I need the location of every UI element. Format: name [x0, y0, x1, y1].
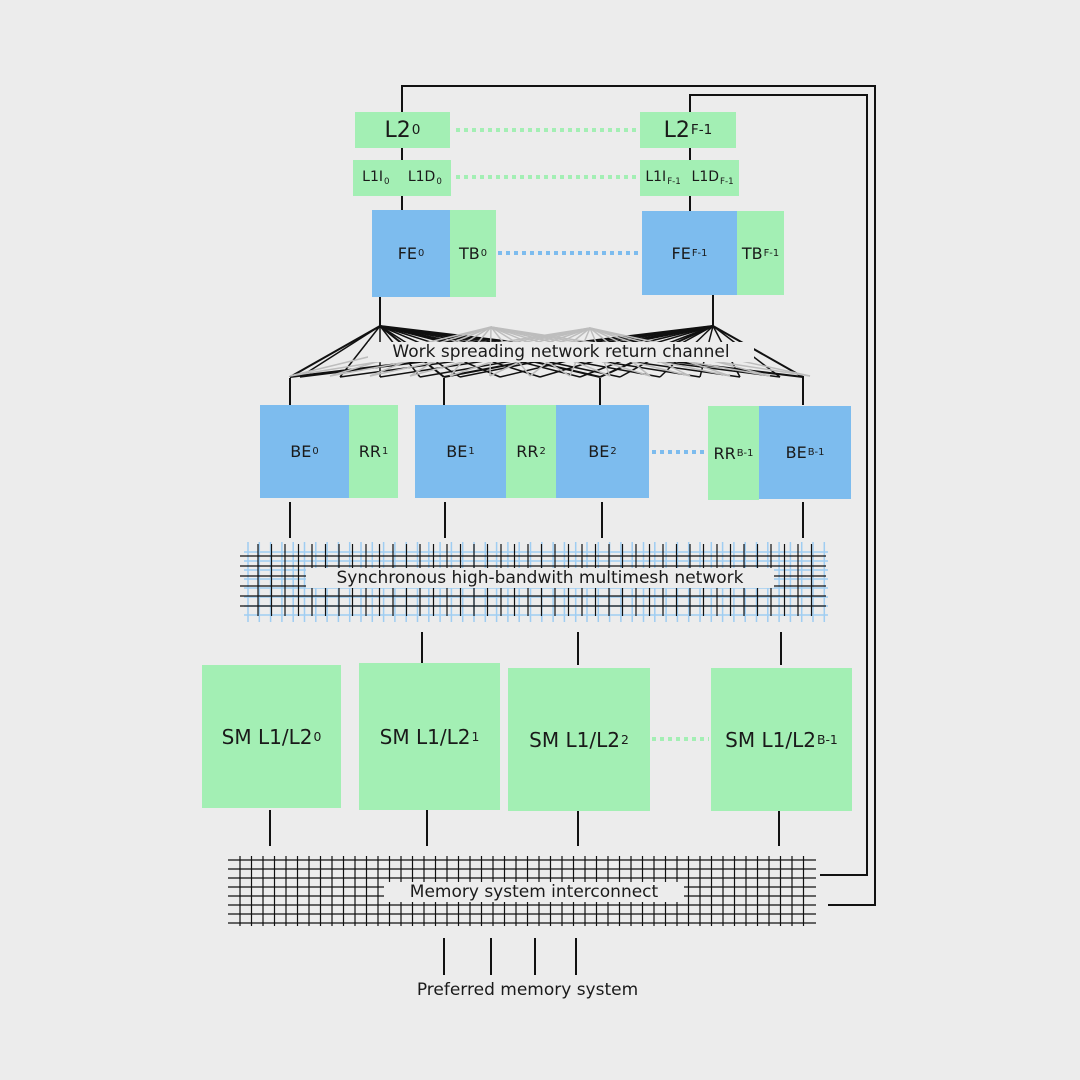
- l1i-0: L1I0: [362, 168, 390, 188]
- l1-cache-0: L1I0 L1D0: [353, 160, 451, 196]
- l2-f-1-label: L2: [663, 117, 690, 143]
- l1i-f-1: L1IF-1: [645, 168, 681, 188]
- work-spreading-network-label: Work spreading network return channel: [368, 342, 754, 362]
- fan-line: [289, 325, 381, 378]
- memory-interconnect-label: Memory system interconnect: [384, 882, 684, 902]
- preferred-memory-label: Preferred memory system: [416, 980, 639, 1000]
- multimesh-network-label: Synchronous high-bandwith multimesh netw…: [306, 568, 774, 588]
- l1-cache-f-1: L1IF-1 L1DF-1: [640, 160, 739, 196]
- fan-line: [712, 325, 804, 378]
- l1d-f-1: L1DF-1: [691, 168, 734, 188]
- feedback-loop-inner: [689, 94, 868, 876]
- l2-0-label: L2: [384, 117, 411, 143]
- fan-spoke: [339, 325, 381, 378]
- l1d-0: L1D0: [407, 168, 442, 188]
- feedback-loop-outer: [401, 85, 876, 906]
- fan-spoke: [299, 325, 381, 378]
- l2-f-1-subscript: F-1: [690, 122, 713, 138]
- l2-0-subscript: 0: [411, 122, 421, 138]
